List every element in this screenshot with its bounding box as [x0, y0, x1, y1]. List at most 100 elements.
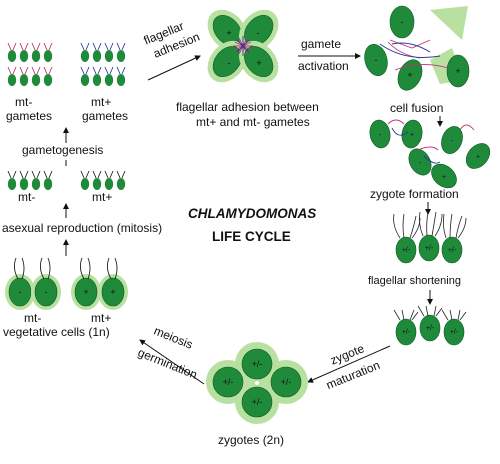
gametogenesis-label: gametogenesis: [22, 143, 103, 157]
vegetative-label: vegetative cells (1n): [3, 325, 110, 339]
gamete-plus-1-2: [104, 74, 114, 86]
gamete-activation-label-1: gamete: [301, 37, 341, 51]
mature-zygotes: [206, 342, 308, 424]
cell-plus-0-1: [92, 178, 102, 190]
sz-sign-2: +/-: [426, 325, 435, 332]
cell-minus-0-1: [19, 178, 29, 190]
cell-plus-0-2-flagella: [104, 170, 114, 179]
gamete-plus-0-1: [92, 50, 102, 62]
gamete-minus-1-1-flagella: [19, 66, 29, 75]
veg-sign-1: -: [19, 287, 22, 297]
gamete-plus-1-1-flagella: [92, 66, 102, 75]
adh-sign-3: -: [228, 58, 231, 68]
cell-plus-0-0-flagella: [80, 170, 90, 179]
gamete-minus-1-0-flagella: [7, 66, 17, 75]
gamete-plus-0-3-flagella: [116, 42, 126, 51]
cell-minus-0-3-flagella: [43, 170, 53, 179]
mz-sign-3: +/-: [281, 377, 292, 387]
sz-sign-3: +/-: [450, 329, 459, 336]
meiosis-label: meiosis: [152, 324, 195, 352]
adhesion-between-label-1: flagellar adhesion between: [176, 100, 319, 114]
fus-sign-6: +: [442, 174, 446, 181]
gamete-minus-1-0: [7, 74, 17, 86]
mz-sign-4: +/-: [252, 397, 263, 407]
act-sign-2: -: [375, 55, 378, 65]
fz-sign-3: +/-: [448, 247, 457, 254]
gamete-minus-0-3: [43, 50, 53, 62]
fus-sign-2: +: [410, 132, 414, 139]
gamete-plus-0-0: [80, 50, 90, 62]
zygote-formation-label: zygote formation: [370, 187, 459, 201]
gamete-plus-0-2-flagella: [104, 42, 114, 51]
veg-sign-4: +: [110, 287, 115, 297]
act-sign-3: +: [407, 70, 412, 80]
gamete-plus-1-0: [80, 74, 90, 86]
fus-sign-1: -: [379, 132, 382, 139]
gamete-minus-0-1: [19, 50, 29, 62]
cell-minus-0-2: [31, 178, 41, 190]
fusion-pairs: [369, 119, 491, 189]
activation-cluster: [364, 5, 470, 91]
adhesion-between-label-2: mt+ and mt- gametes: [196, 115, 310, 129]
mt-plus-gametes-group: [80, 42, 126, 86]
cell-minus-0-1-flagella: [19, 170, 29, 179]
cell-plus-0-1-flagella: [92, 170, 102, 179]
gamete-plus-1-1: [92, 74, 102, 86]
mt-minus-label: mt-: [18, 190, 35, 204]
veg-mt-minus-label: mt-: [24, 311, 41, 325]
gamete-plus-1-3-flagella: [116, 66, 126, 75]
gamete-plus-1-2-flagella: [104, 66, 114, 75]
gamete-minus-0-0-flagella: [7, 42, 17, 51]
gamete-minus-1-1: [19, 74, 29, 86]
mt-minus-gametes-label-1: mt-: [15, 95, 32, 109]
fus-sign-4: +: [476, 154, 480, 161]
veg-mt-plus-label: mt+: [91, 311, 111, 325]
gamete-plus-1-3: [116, 74, 126, 86]
gamete-minus-0-2-flagella: [31, 42, 41, 51]
title-line-1: CHLAMYDOMONAS: [188, 206, 316, 221]
mt-minus-gametes-group: [7, 42, 53, 86]
act-sign-1: -: [401, 17, 404, 27]
mt-plus-label: mt+: [92, 190, 112, 204]
cell-minus-0-0: [7, 178, 17, 190]
flagellar-adhesion-arrow: [147, 55, 201, 81]
mt-plus-cells: [80, 170, 126, 190]
cell-minus-0-0-flagella: [7, 170, 17, 179]
zygote-maturation-arrow: [307, 345, 391, 383]
vegetative-cells: [5, 257, 128, 310]
asexual-label: asexual reproduction (mitosis): [2, 221, 162, 235]
short-flagella-zygotes: [393, 305, 467, 346]
mt-minus-gametes-label-2: gametes: [6, 109, 52, 123]
mz-sign-2: +/-: [223, 377, 234, 387]
adh-sign-1: +: [226, 28, 231, 38]
gamete-minus-1-3-flagella: [43, 66, 53, 75]
zygotes-label: zygotes (2n): [218, 433, 284, 447]
cell-plus-0-3-flagella: [116, 170, 126, 179]
gamete-minus-0-2: [31, 50, 41, 62]
veg-sign-3: +: [83, 287, 88, 297]
fz-sign-1: +/-: [402, 247, 411, 254]
cell-minus-0-2-flagella: [31, 170, 41, 179]
mt-plus-gametes-label-1: mt+: [91, 95, 111, 109]
flagellated-zygotes: [393, 211, 467, 264]
gamete-plus-0-3: [116, 50, 126, 62]
mt-plus-gametes-label-2: gametes: [82, 109, 128, 123]
adh-sign-2: -: [257, 28, 260, 38]
gamete-plus-1-0-flagella: [80, 66, 90, 75]
gamete-minus-0-3-flagella: [43, 42, 53, 51]
mt-minus-cells: [7, 170, 53, 190]
fus-sign-5: -: [419, 160, 422, 167]
cell-plus-0-0: [80, 178, 90, 190]
adhesion-cluster: [207, 9, 279, 83]
gamete-minus-1-2: [31, 74, 41, 86]
title-line-2: LIFE CYCLE: [212, 229, 291, 244]
cell-plus-0-3: [116, 178, 126, 190]
gamete-activation-label-2: activation: [298, 59, 349, 73]
act-sign-4: +: [455, 66, 460, 76]
gamete-plus-0-1-flagella: [92, 42, 102, 51]
gamete-plus-0-0-flagella: [80, 42, 90, 51]
gamete-minus-1-3: [43, 74, 53, 86]
gamete-minus-1-2-flagella: [31, 66, 41, 75]
